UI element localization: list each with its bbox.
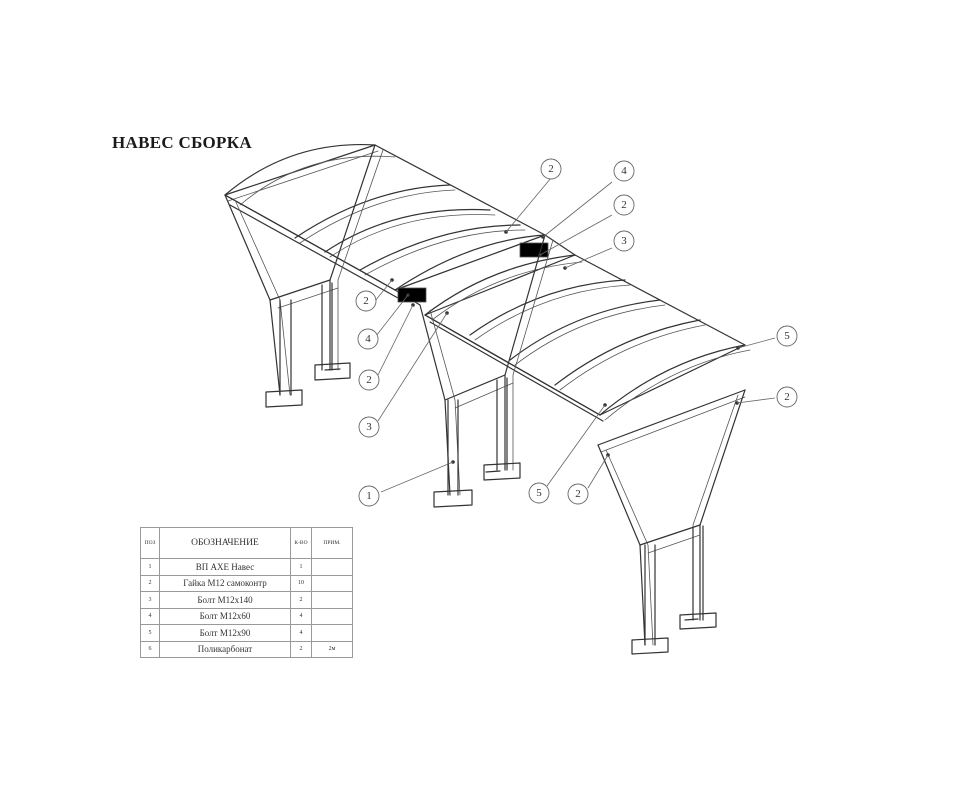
- cell-note: [311, 624, 353, 642]
- table-row: 3 Болт М12х140 2: [140, 591, 353, 609]
- svg-text:4: 4: [621, 165, 627, 177]
- svg-text:5: 5: [536, 487, 542, 499]
- cell-pos: 5: [140, 624, 160, 642]
- svg-text:2: 2: [621, 199, 627, 211]
- base-plate: [265, 389, 303, 408]
- table-row: 2 Гайка М12 самоконтр 10: [140, 574, 353, 592]
- left-roof-arch: [224, 143, 376, 196]
- cell-qty: 4: [290, 624, 312, 642]
- callout-5: 5: [528, 482, 550, 504]
- callout-bubbles: 2 4 2 3 2 4 2 3 5 2 1 5 2: [355, 158, 798, 507]
- header-note: ПРИМ.: [311, 527, 353, 559]
- cell-pos: 4: [140, 607, 160, 625]
- cell-qty: 1: [290, 558, 312, 576]
- base-plate: [314, 362, 351, 381]
- table-header-row: ПОЗ ОБОЗНАЧЕНИЕ К-ВО ПРИМ.: [140, 527, 353, 559]
- callout-2: 2: [355, 290, 377, 312]
- cell-pos: 6: [140, 640, 160, 658]
- svg-text:5: 5: [784, 330, 790, 342]
- base-plate: [433, 489, 473, 508]
- cell-name: Болт М12х60: [159, 607, 291, 625]
- cell-qty: 2: [290, 591, 312, 609]
- cell-qty: 10: [290, 574, 312, 592]
- middle-roof-frame: [424, 254, 746, 416]
- cell-qty: 4: [290, 607, 312, 625]
- svg-text:3: 3: [621, 235, 627, 247]
- table-row: 1 ВП АХЕ Навес 1: [140, 558, 353, 576]
- svg-text:3: 3: [366, 421, 372, 433]
- leader-lines: [374, 177, 776, 493]
- svg-text:2: 2: [784, 391, 790, 403]
- left-roof-frame: [224, 144, 546, 291]
- cell-note: [311, 607, 353, 625]
- cell-name: Болт М12х140: [159, 591, 291, 609]
- callout-2: 2: [358, 369, 380, 391]
- svg-text:2: 2: [366, 374, 372, 386]
- table-row: 5 Болт М12х90 4: [140, 624, 353, 642]
- cell-note: 2м: [311, 640, 353, 658]
- specification-table: ПОЗ ОБОЗНАЧЕНИЕ К-ВО ПРИМ. 1 ВП АХЕ Наве…: [140, 527, 353, 658]
- table-row: 4 Болт М12х60 4: [140, 607, 353, 625]
- callout-3: 3: [358, 416, 380, 438]
- callout-5: 5: [776, 325, 798, 347]
- callout-4: 4: [357, 328, 379, 350]
- cell-note: [311, 558, 353, 576]
- callout-2: 2: [613, 194, 635, 216]
- header-qty: К-ВО: [290, 527, 312, 559]
- base-plate: [679, 612, 717, 630]
- cell-pos: 3: [140, 591, 160, 609]
- cell-qty: 2: [290, 640, 312, 658]
- middle-canopy-section: [394, 234, 751, 508]
- callout-2: 2: [540, 158, 562, 180]
- cell-name: Поликарбонат: [159, 640, 291, 658]
- svg-text:2: 2: [363, 295, 369, 307]
- svg-text:2: 2: [548, 163, 554, 175]
- base-plate: [631, 637, 669, 655]
- cell-pos: 1: [140, 558, 160, 576]
- callout-3: 3: [613, 230, 635, 252]
- svg-text:2: 2: [575, 488, 581, 500]
- drawing-title: НАВЕС СБОРКА: [112, 133, 252, 152]
- left-canopy-section: [224, 143, 546, 408]
- callout-2: 2: [776, 386, 798, 408]
- svg-text:4: 4: [365, 333, 371, 345]
- callout-1: 1: [358, 485, 380, 507]
- cell-name: Гайка М12 самоконтр: [159, 574, 291, 592]
- cell-name: ВП АХЕ Навес: [159, 558, 291, 576]
- cell-name: Болт М12х90: [159, 624, 291, 642]
- callout-4: 4: [613, 160, 635, 182]
- cell-note: [311, 591, 353, 609]
- right-end-frame: [597, 389, 746, 655]
- table-row: 6 Поликарбонат 2 2м: [140, 640, 353, 658]
- header-name: ОБОЗНАЧЕНИЕ: [159, 527, 291, 559]
- cell-pos: 2: [140, 574, 160, 592]
- callout-2: 2: [567, 483, 589, 505]
- bolt-markers: [390, 230, 740, 464]
- base-plate: [483, 462, 521, 481]
- svg-text:1: 1: [366, 490, 372, 502]
- cell-note: [311, 574, 353, 592]
- header-pos: ПОЗ: [140, 527, 160, 559]
